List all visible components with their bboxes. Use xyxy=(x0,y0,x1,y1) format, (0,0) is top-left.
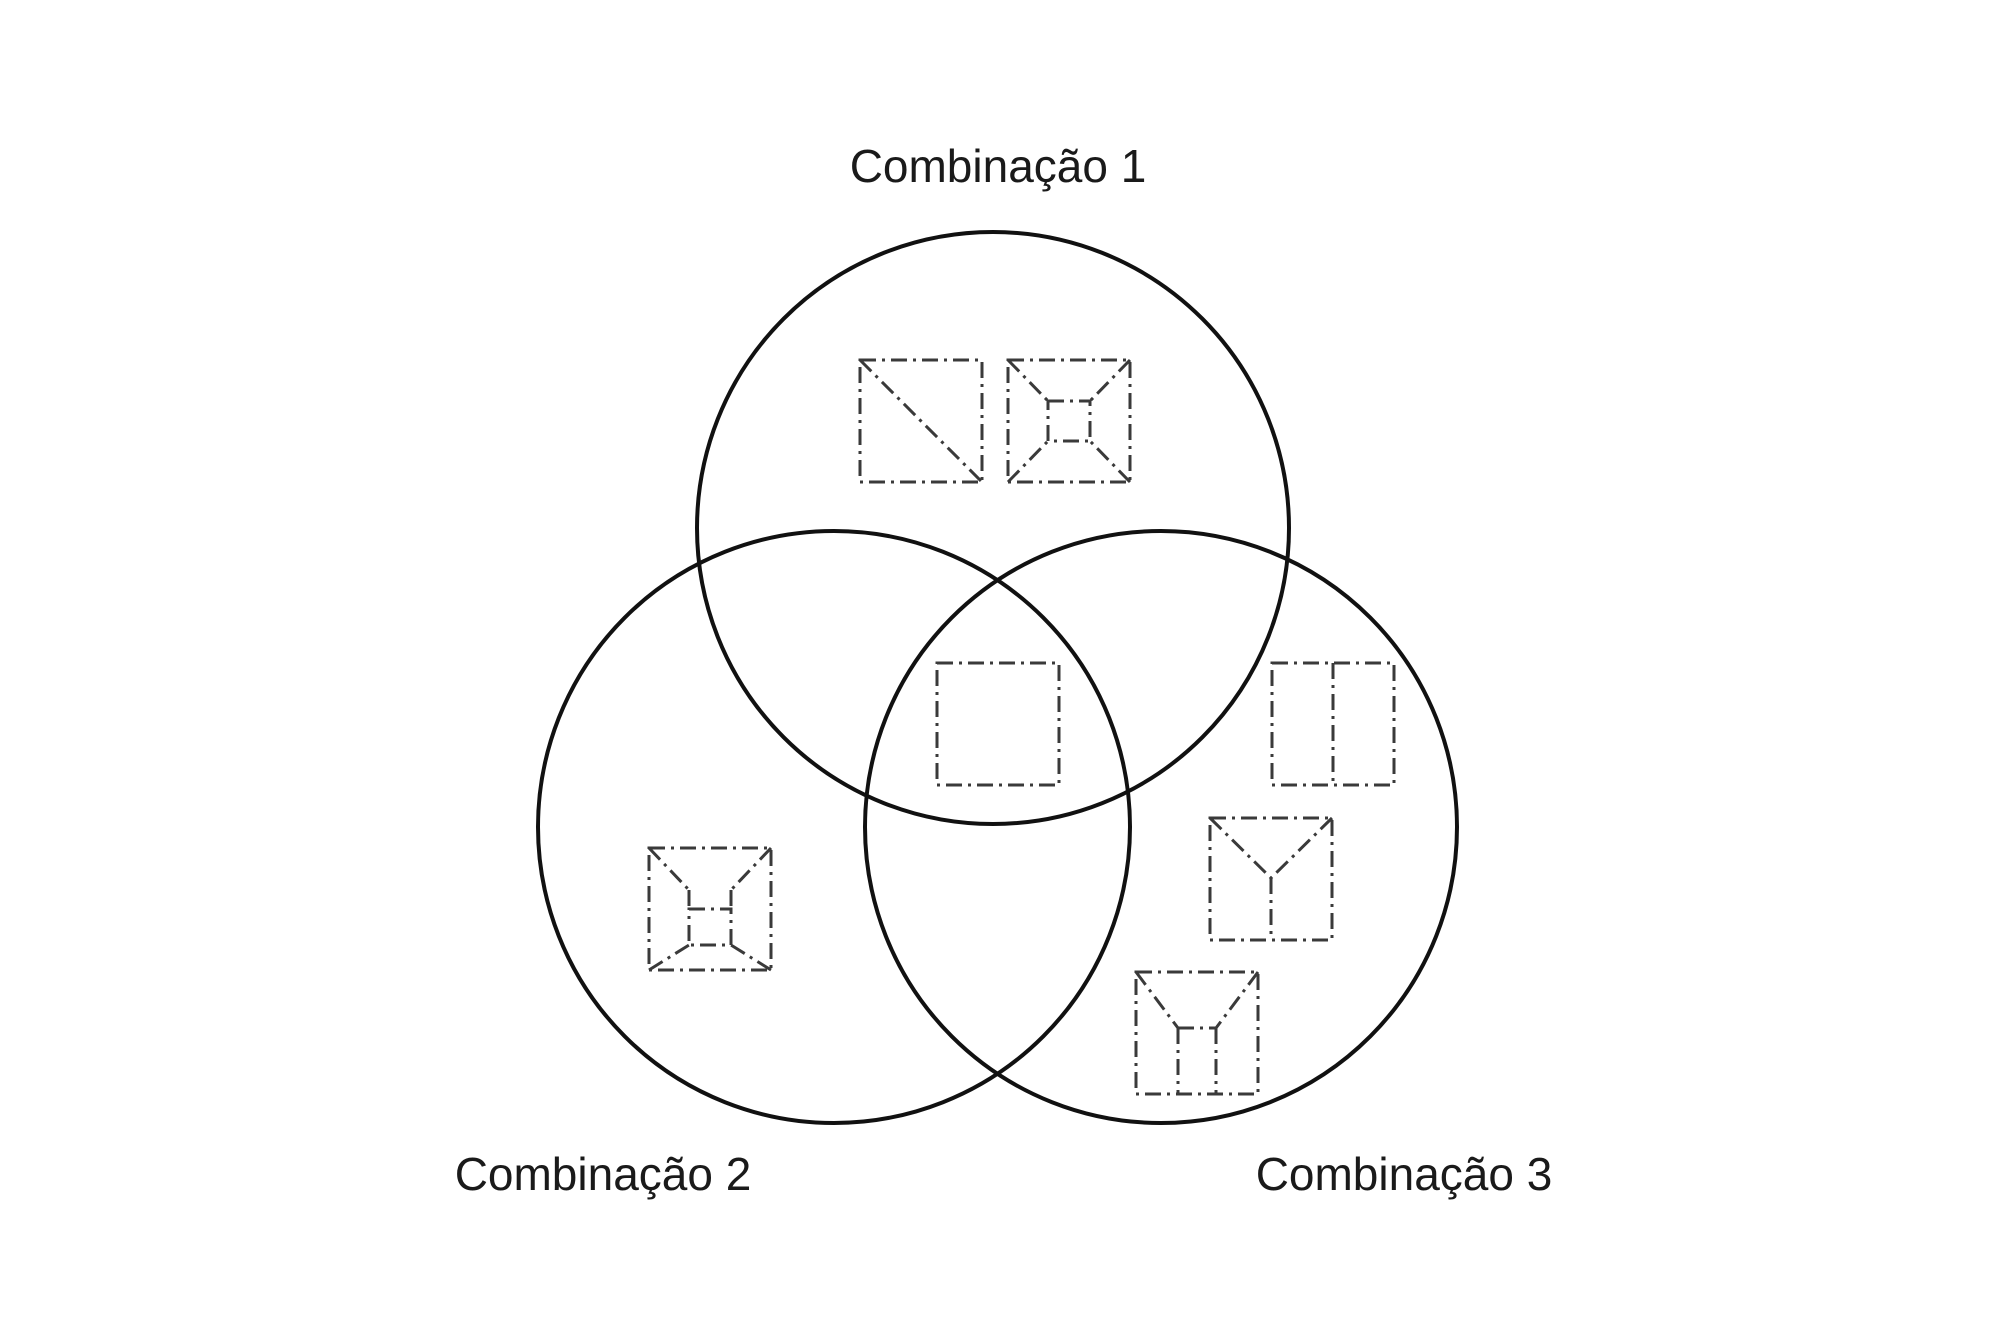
tile-square-y-split xyxy=(1208,816,1334,942)
tile-square-y-double-split xyxy=(1134,970,1260,1096)
circle-combinacao-1 xyxy=(695,230,1291,826)
tile-square-vertical-split xyxy=(1270,661,1396,787)
label-combinacao-3: Combinação 3 xyxy=(1256,1148,1553,1200)
label-combinacao-1: Combinação 1 xyxy=(850,140,1147,192)
circle-combinacao-3 xyxy=(863,529,1459,1125)
tile-square-plain xyxy=(935,661,1061,787)
tile-square-inner-square-corners xyxy=(1006,358,1132,484)
tile-square-inner-square-hourglass xyxy=(647,846,773,972)
tile-square-diagonal xyxy=(858,358,984,484)
label-combinacao-2: Combinação 2 xyxy=(455,1148,752,1200)
circle-combinacao-2 xyxy=(536,529,1132,1125)
